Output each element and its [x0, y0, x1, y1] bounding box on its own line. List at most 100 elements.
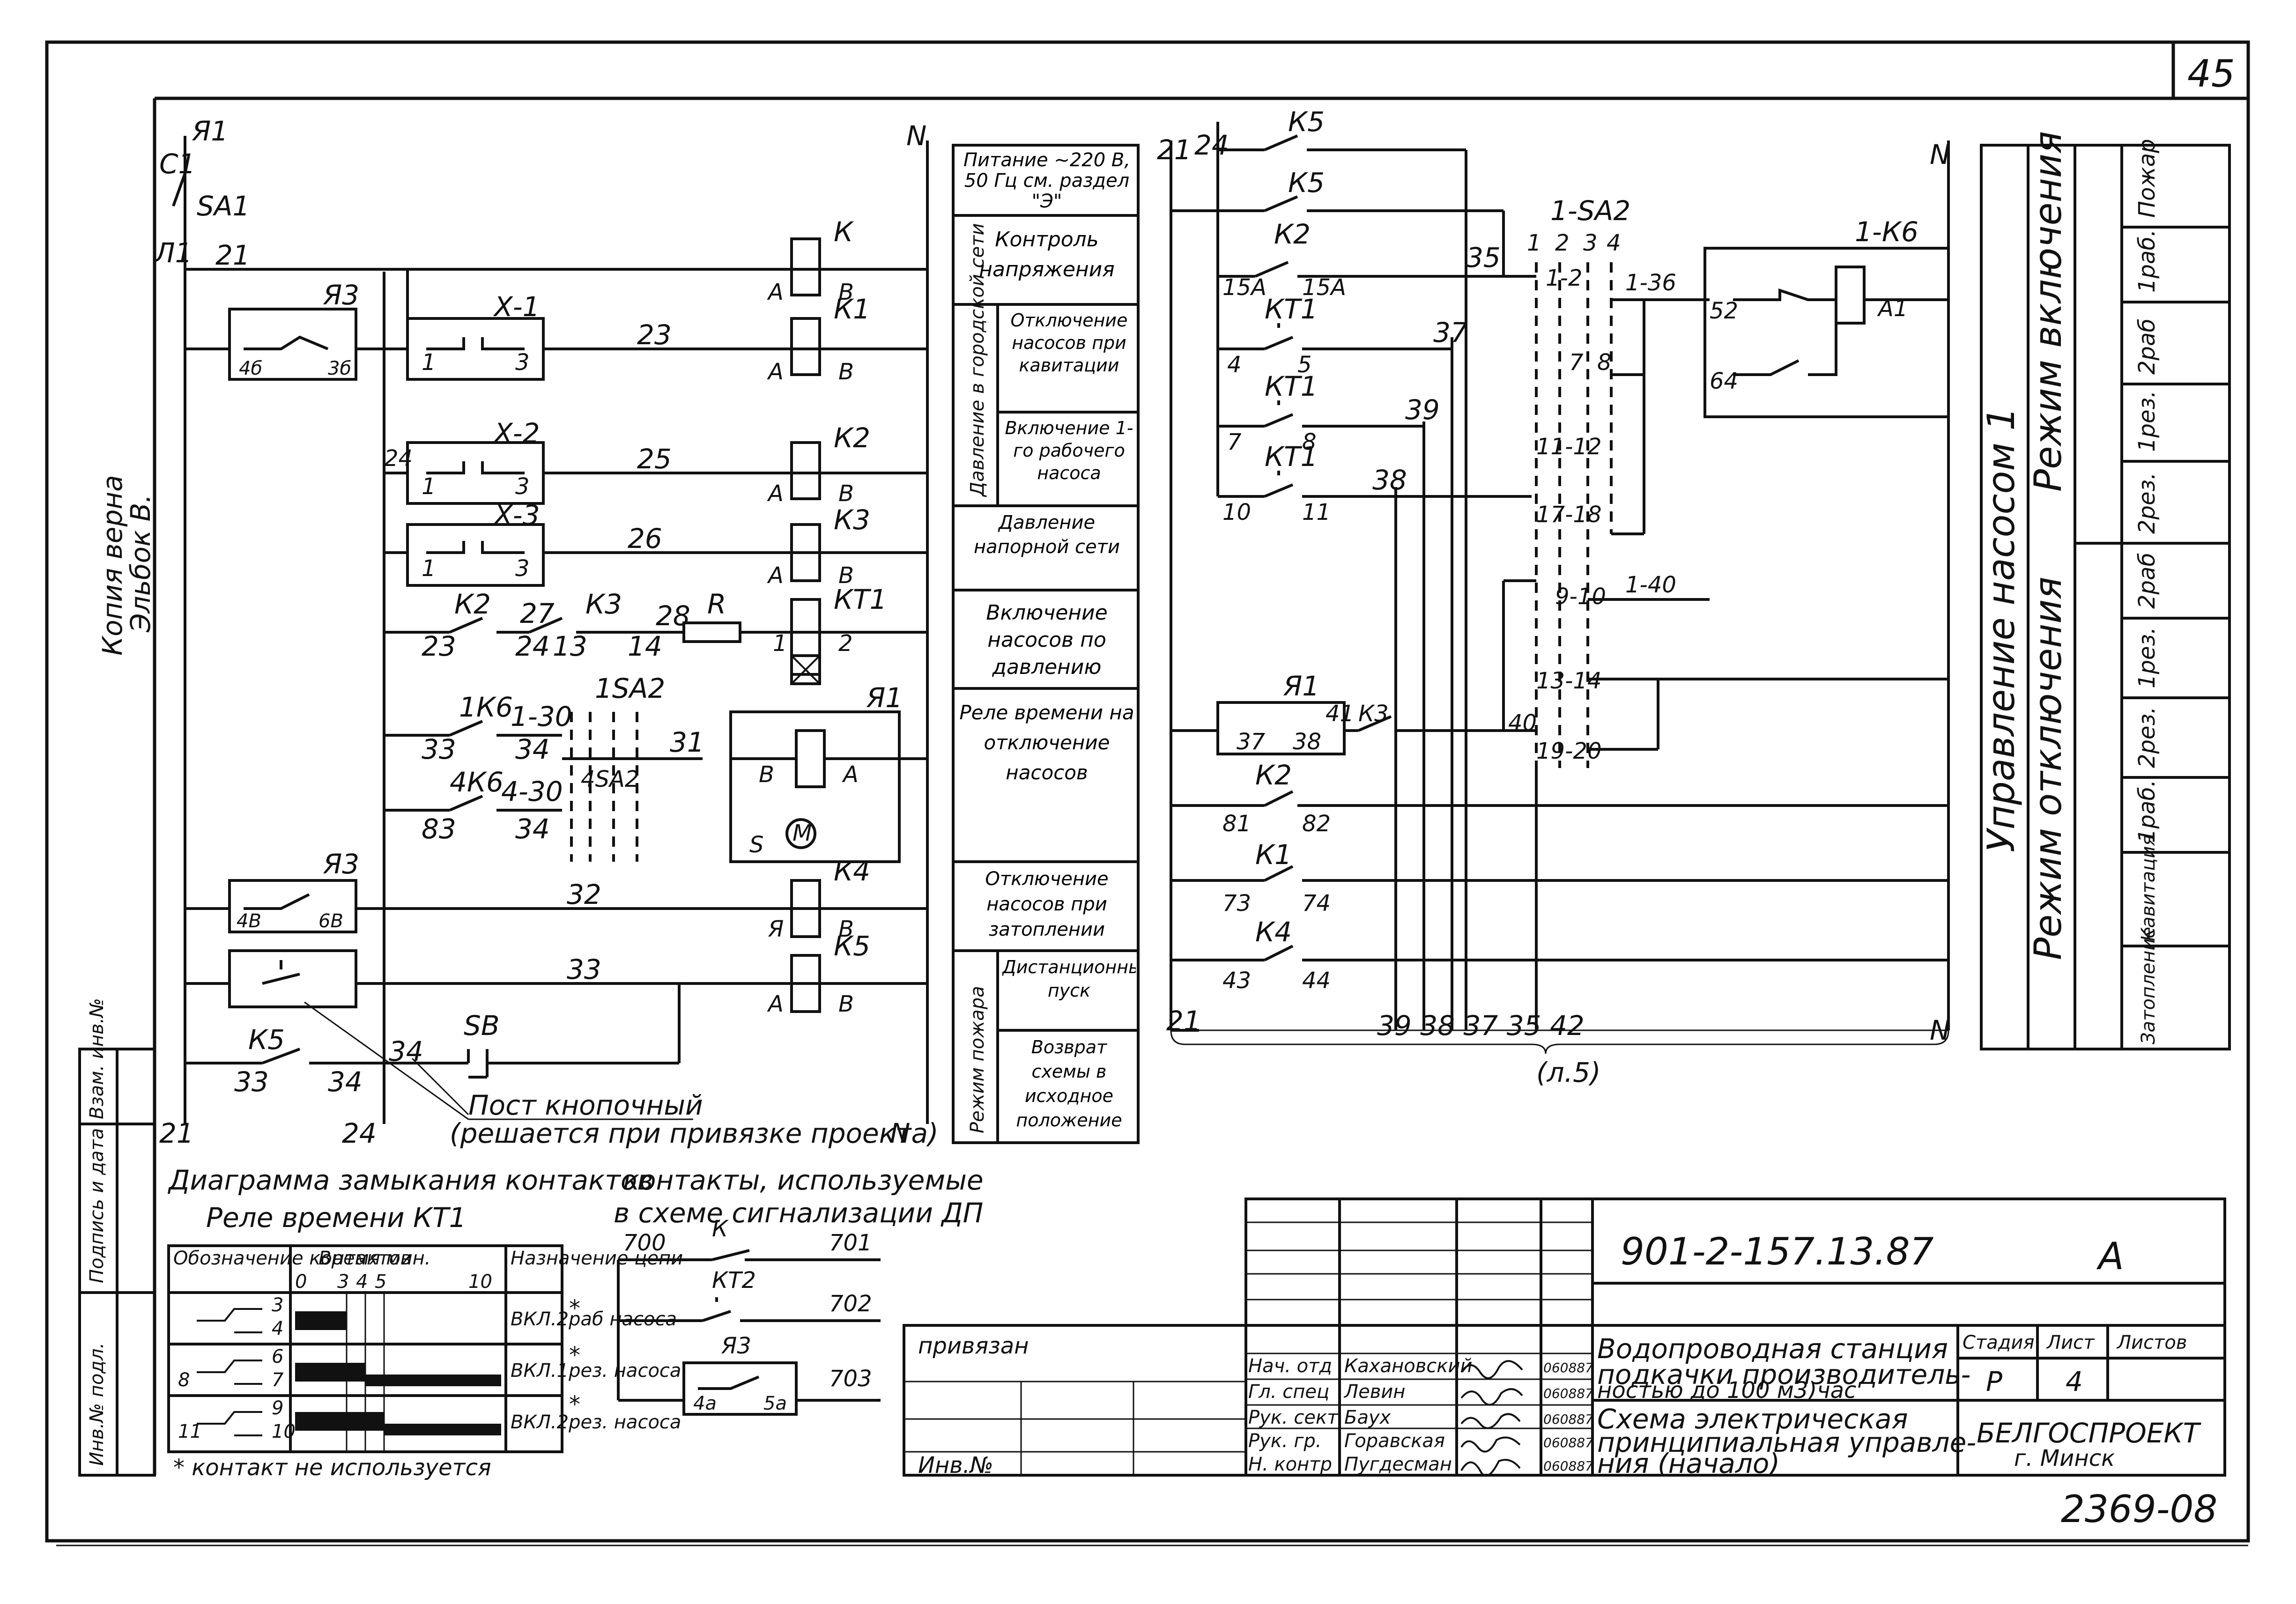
inv-no-label: Инв.№: [918, 1452, 993, 1478]
svg-text:Лист: Лист: [2046, 1332, 2095, 1353]
svg-text:N: N: [906, 120, 926, 152]
svg-text:17-18: 17-18: [1536, 502, 1601, 528]
svg-text:А: А: [767, 991, 784, 1017]
svg-text:1рез.: 1рез.: [2134, 391, 2160, 452]
timing-diagram: Диаграмма замыкания контактов Реле време…: [167, 1164, 683, 1481]
svg-text:15А: 15А: [1302, 274, 1346, 301]
svg-text:А: А: [767, 279, 784, 305]
svg-text:Х-1: Х-1: [493, 291, 540, 323]
mode-on: Режим включения: [2026, 131, 2070, 492]
svg-text:контакты, используемые: контакты, используемые: [623, 1164, 984, 1196]
svg-text:А: А: [767, 359, 784, 385]
svg-text:Кахановский: Кахановский: [1344, 1355, 1472, 1377]
svg-text:8: 8: [1302, 429, 1317, 455]
desc-reset: Возврат схемы в исходное положение: [1016, 1037, 1122, 1131]
svg-text:SB: SB: [464, 1010, 500, 1042]
drawing-number: 901-2-157.13.87: [1621, 1230, 1934, 1273]
stadia-value: Р: [1986, 1366, 2002, 1397]
svg-text:N: N: [1930, 1014, 1950, 1046]
svg-text:14: 14: [628, 630, 662, 662]
svg-text:3: 3: [272, 1294, 283, 1316]
svg-text:4а: 4а: [693, 1393, 717, 1414]
svg-text:21: 21: [1157, 134, 1192, 166]
svg-text:4: 4: [272, 1318, 283, 1339]
svg-text:21: 21: [1166, 1005, 1201, 1037]
svg-text:С1: С1: [159, 148, 195, 180]
signature: [1460, 1413, 1521, 1429]
svg-text:060887: 060887: [1543, 1458, 1593, 1474]
svg-text:3: 3: [515, 555, 530, 582]
svg-text:КТ1: КТ1: [834, 584, 887, 615]
svg-text:Стадия: Стадия: [1963, 1332, 2034, 1353]
svg-text:13-14: 13-14: [1536, 668, 1601, 694]
desc-pump1: Включение 1-го рабочего насоса: [1005, 418, 1133, 483]
svg-text:Баух: Баух: [1344, 1407, 1391, 1428]
svg-text:КТ1: КТ1: [1265, 441, 1318, 473]
svg-text:1-36: 1-36: [1625, 270, 1676, 296]
svg-text:11-12: 11-12: [1536, 434, 1601, 460]
svg-text:Нач. отд: Нач. отд: [1248, 1355, 1332, 1377]
sheet-title-1: Схема электрическая: [1597, 1403, 1908, 1435]
svg-text:1SA2: 1SA2: [595, 673, 665, 704]
svg-text:К4: К4: [1255, 916, 1292, 948]
svg-text:38: 38: [1293, 729, 1321, 755]
svg-text:1рез.: 1рез.: [2134, 627, 2160, 688]
svg-text:2раб: 2раб: [2134, 318, 2160, 375]
svg-text:060887: 060887: [1543, 1386, 1593, 1401]
svg-text:S: S: [749, 832, 763, 858]
svg-text:R: R: [707, 588, 726, 620]
signal-scheme: контакты, используемые в схеме сигнализа…: [614, 1164, 984, 1416]
description-column: Питание ~220 В, 50 Гц см. раздел "Э" Кон…: [952, 144, 1140, 1144]
svg-text:33: 33: [234, 1066, 269, 1098]
svg-text:Рук. гр.: Рук. гр.: [1248, 1430, 1322, 1452]
svg-text:7: 7: [1227, 429, 1242, 455]
desc-voltage: Контроль напряжения: [979, 228, 1115, 281]
desc-flood: Отключение насосов при затоплении: [985, 868, 1109, 940]
svg-text:ВКЛ.1рез. насоса: ВКЛ.1рез. насоса: [511, 1360, 681, 1382]
svg-text:3: 3: [515, 473, 530, 500]
desc-cavitation: Отключение насосов при кавитации: [1010, 310, 1128, 376]
svg-text:10: 10: [468, 1271, 492, 1293]
svg-text:40: 40: [1508, 710, 1537, 736]
stage-letter: А: [2096, 1234, 2124, 1278]
svg-text:К5: К5: [1288, 167, 1325, 199]
privyazan-label: привязан: [918, 1333, 1029, 1359]
right-scheme: 21 24 N К5 К5 К2 15А 15А 35 КТ1 4 5 37: [1157, 106, 1950, 1088]
left-stamp-strip: Инв.№ подл. Подпись и дата Взам. инв.№: [78, 998, 156, 1477]
svg-text:24: 24: [384, 445, 413, 472]
svg-text:74: 74: [1302, 890, 1331, 917]
svg-text:в схеме сигнализации ДП: в схеме сигнализации ДП: [614, 1197, 983, 1229]
desc-remote: Дистанционный пуск: [1002, 957, 1136, 1001]
svg-text:Х-3: Х-3: [493, 499, 540, 531]
svg-text:33: 33: [567, 954, 601, 985]
svg-text:К2: К2: [454, 588, 491, 620]
mode-header: Управление насосом 1: [1979, 407, 2023, 852]
svg-text:К5: К5: [834, 930, 870, 962]
signature: [1460, 1436, 1521, 1453]
svg-text:А: А: [767, 480, 784, 507]
svg-text:(л.5): (л.5): [1536, 1057, 1601, 1088]
svg-text:(решается при привязке проекта: (решается при привязке проекта): [450, 1117, 939, 1149]
svg-text:*: *: [569, 1295, 580, 1322]
svg-text:1-30: 1-30: [511, 701, 572, 732]
org-name: БЕЛГОСПРОЕКТ: [1977, 1417, 2202, 1449]
svg-text:В: В: [838, 279, 854, 305]
svg-text:*: *: [569, 1342, 580, 1368]
svg-text:2рез.: 2рез.: [2134, 707, 2160, 768]
svg-text:0: 0: [295, 1271, 307, 1293]
svg-text:В: В: [838, 562, 854, 589]
svg-text:4б: 4б: [239, 358, 262, 379]
svg-text:5: 5: [375, 1271, 386, 1293]
svg-text:Я: Я: [768, 916, 784, 942]
svg-text:Я3: Я3: [721, 1333, 751, 1359]
svg-text:26: 26: [628, 523, 662, 554]
desc-pumps-pressure: Включение насосов по давлению: [986, 601, 1108, 679]
svg-text:Гл. спец: Гл. спец: [1248, 1381, 1329, 1403]
archive-number: 2369-08: [2061, 1487, 2217, 1531]
svg-text:2раб: 2раб: [2134, 553, 2160, 609]
svg-text:Я1: Я1: [866, 682, 903, 714]
svg-text:В: В: [759, 761, 774, 788]
svg-text:43: 43: [1222, 968, 1251, 994]
timing-footnote: * контакт не используется: [173, 1455, 491, 1481]
svg-text:Время мин.: Время мин.: [318, 1248, 430, 1269]
